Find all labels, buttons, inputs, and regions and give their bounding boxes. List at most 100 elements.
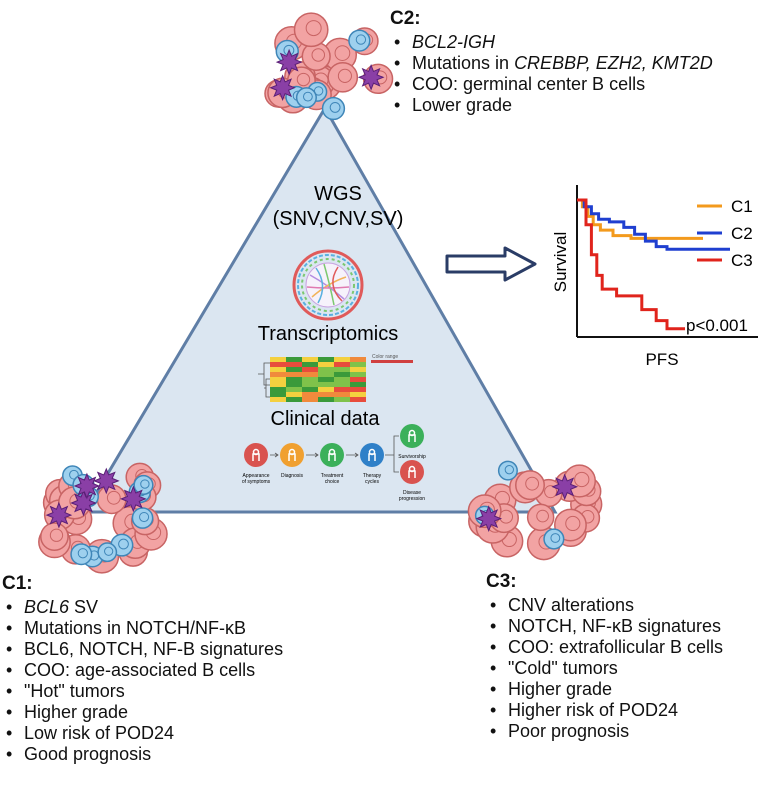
- heatmap-cell: [334, 387, 350, 392]
- heatmap-cell: [270, 382, 286, 387]
- heatmap-cell: [350, 382, 366, 387]
- immune-cell-shape: [70, 489, 97, 517]
- step-pictogram-icon: [408, 429, 416, 442]
- heatmap-legend-label: Color range: [372, 354, 398, 360]
- cell-nucleus: [544, 485, 558, 499]
- y-axis-label: Survival: [551, 232, 570, 292]
- heatmap-cell: [334, 367, 350, 372]
- c1-item-text: Low risk of POD24: [24, 723, 175, 743]
- heatmap-cell: [334, 377, 350, 382]
- heatmap-cell: [270, 362, 286, 367]
- cell-shape: [70, 543, 93, 566]
- c1-item: BCL6, NOTCH, NF-B signatures: [6, 639, 283, 660]
- heatmap-cell: [318, 377, 334, 382]
- heatmap-cell: [270, 397, 286, 402]
- heatmap-icon: [258, 357, 366, 402]
- cell-nucleus: [574, 471, 590, 488]
- c1-description: C1: BCL6 SVMutations in NOTCH/NF-κBBCL6,…: [2, 573, 283, 765]
- heatmap-cell: [286, 362, 302, 367]
- heatmap-cell: [286, 372, 302, 377]
- heatmap-cell: [286, 382, 302, 387]
- heatmap-cell: [270, 387, 286, 392]
- cell-shape: [348, 29, 371, 52]
- step-arrow: [346, 452, 359, 458]
- c1-item-text: COO: age-associated B cells: [24, 660, 256, 680]
- heatmap-cell: [270, 372, 286, 377]
- immune-cell-shape: [269, 74, 296, 102]
- wgs-label: WGS: [314, 183, 362, 205]
- cell-nucleus: [355, 34, 367, 45]
- c3-item: Higher grade: [490, 679, 723, 700]
- heatmap-cell: [318, 367, 334, 372]
- heatmap-cell: [270, 367, 286, 372]
- c3-item: Poor prognosis: [490, 721, 723, 742]
- heatmap-cell: [318, 392, 334, 397]
- heatmap-cell: [318, 372, 334, 377]
- p-value-annotation: p<0.001: [686, 316, 748, 335]
- step-arrow: [306, 452, 319, 458]
- immune-cell-shape: [275, 48, 303, 76]
- heatmap-cell: [350, 357, 366, 362]
- heatmap-cell: [334, 357, 350, 362]
- c1-tumor-cells-illustration: [38, 462, 168, 574]
- c3-item: "Cold" tumors: [490, 658, 723, 679]
- heatmap-cell: [286, 357, 302, 362]
- heatmap-cell: [350, 392, 366, 397]
- transcriptomics-label: Transcriptomics: [258, 323, 398, 345]
- cell-nucleus: [140, 479, 150, 489]
- heatmap-cell: [270, 392, 286, 397]
- step-pictogram-icon: [288, 448, 296, 461]
- heatmap-cell: [286, 387, 302, 392]
- cell-nucleus: [504, 464, 514, 475]
- cell-nucleus: [296, 72, 311, 87]
- c1-title: C1:: [2, 573, 33, 594]
- c3-title: C3:: [486, 571, 517, 592]
- cell-nucleus: [550, 533, 561, 543]
- heatmap-cell: [334, 392, 350, 397]
- immune-cell-shape: [357, 63, 385, 91]
- heatmap-cell: [318, 387, 334, 392]
- circos-plot-icon: [292, 249, 364, 321]
- cell-shape: [515, 470, 545, 501]
- c1-item: Low risk of POD24: [6, 723, 283, 744]
- cell-nucleus: [69, 469, 79, 480]
- step-label-line2: of symptoms: [242, 479, 271, 485]
- cell-nucleus: [334, 45, 351, 61]
- cell-shape: [295, 87, 317, 109]
- c2-title: C2:: [390, 8, 421, 29]
- heatmap-dendrogram: [258, 362, 270, 398]
- legend-label: C1: [731, 197, 753, 216]
- cell-nucleus: [106, 490, 121, 505]
- heatmap-cell: [350, 362, 366, 367]
- heatmap-cell: [318, 382, 334, 387]
- immune-cell-shape: [45, 501, 73, 529]
- heatmap-cell: [334, 382, 350, 387]
- c1-item: COO: age-associated B cells: [6, 660, 283, 681]
- c2-item-genes: CREBBP, EZH2, KMT2D: [514, 53, 713, 73]
- cell-nucleus: [565, 515, 581, 532]
- heatmap-cell: [302, 397, 318, 402]
- legend-label: C2: [731, 224, 753, 243]
- cell-shape: [497, 460, 518, 481]
- step-branch-arrow: [385, 435, 399, 473]
- cell-nucleus: [49, 528, 64, 542]
- c1-item-text: SV: [69, 597, 99, 617]
- c1-item-text: Good prognosis: [24, 744, 152, 764]
- c2-item: BCL2-IGH: [394, 32, 713, 53]
- cell-nucleus: [104, 546, 114, 556]
- heatmap-cell: [334, 362, 350, 367]
- cell-shape: [131, 507, 154, 529]
- heatmap-cell: [286, 397, 302, 402]
- clinical-data-label: Clinical data: [271, 408, 381, 430]
- heatmap-legend-bar: [371, 360, 413, 363]
- heatmap-cell: [302, 387, 318, 392]
- heatmap-cell: [302, 362, 318, 367]
- step-label: Survivorship: [398, 454, 426, 460]
- heatmap-cell: [270, 377, 286, 382]
- heatmap-cell: [350, 387, 366, 392]
- heatmap-cell: [350, 372, 366, 377]
- step-label: Therapy: [363, 473, 382, 479]
- cell-nucleus: [139, 511, 150, 523]
- heatmap-cell: [270, 357, 286, 362]
- step-pictogram-icon: [252, 448, 260, 461]
